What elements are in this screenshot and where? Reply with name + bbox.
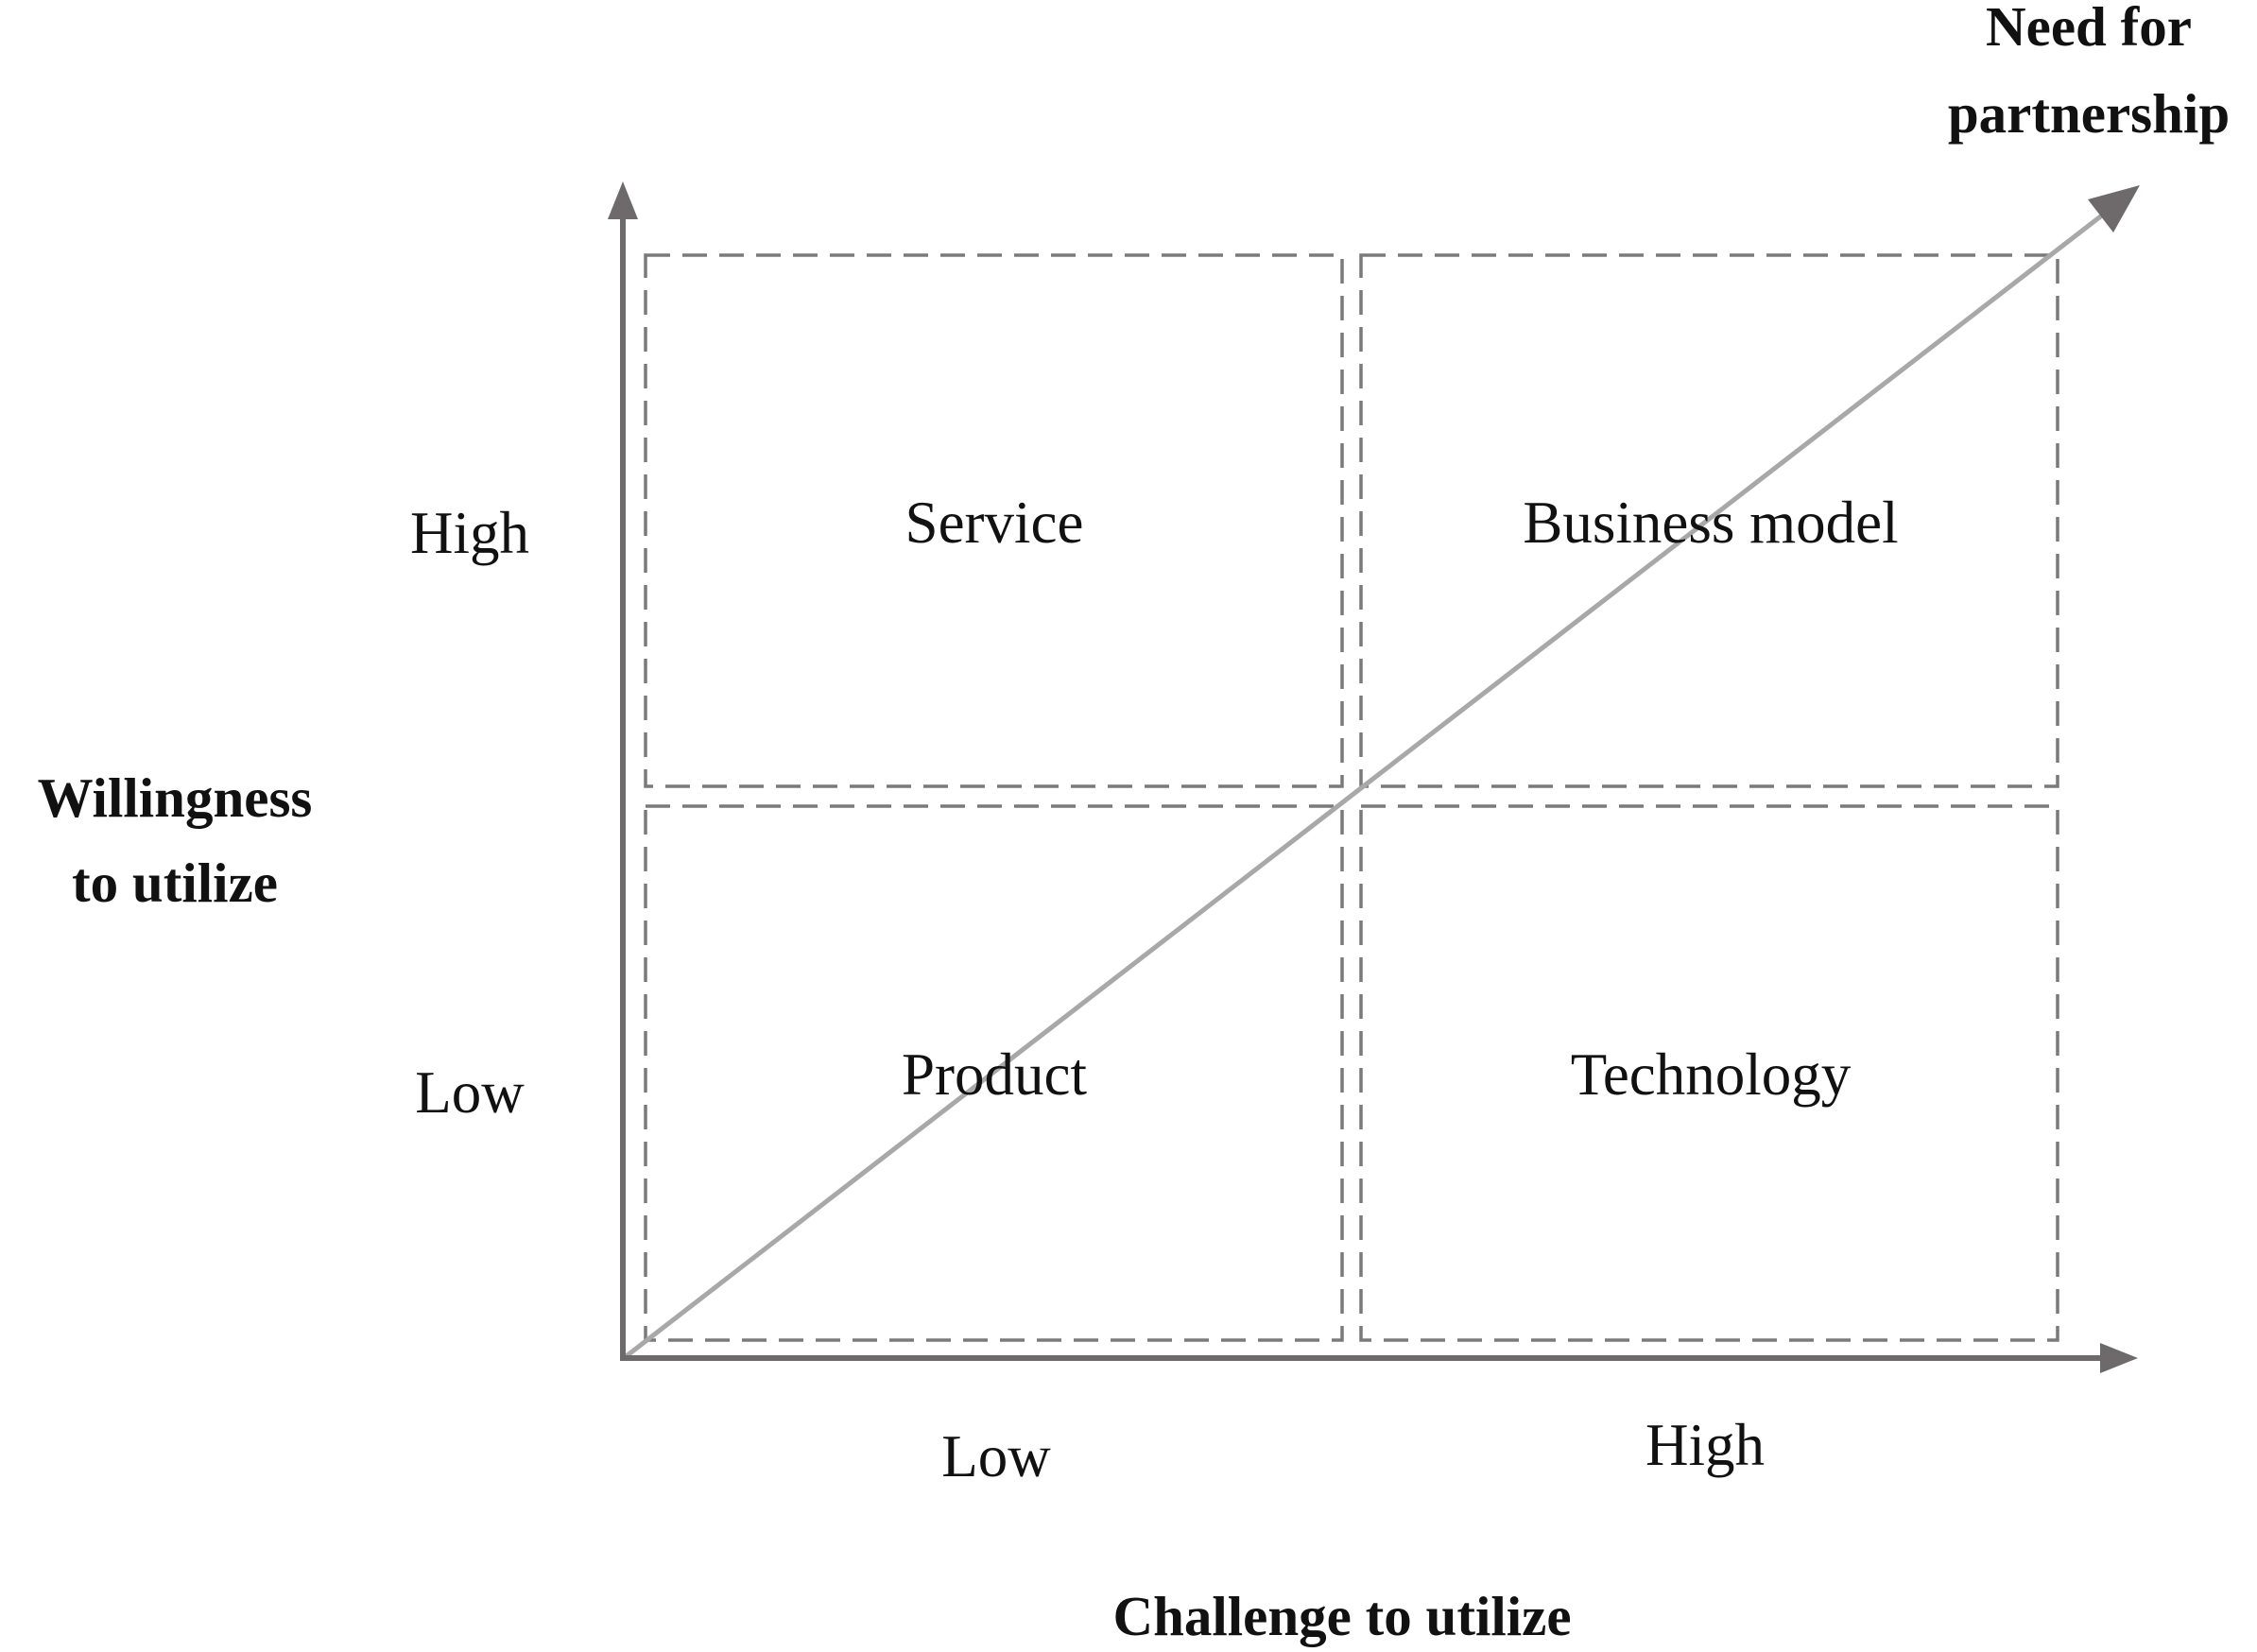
partnership-arrowhead-icon [2088,185,2140,232]
diagonal-title-line1: Need for [1986,0,2192,58]
quadrant-box-technology [1359,804,2059,1342]
x-axis-tick-low: Low [941,1423,1051,1489]
quadrant-label-service: Service [905,490,1084,556]
quadrant-label-business-model: Business model [1523,490,1898,556]
y-axis-title-line2: to utilize [72,852,278,914]
quadrant-box-business-model [1359,253,2059,788]
quadrant-box-service [644,253,1344,788]
y-axis-title-line1: Willingness [38,766,313,829]
x-axis-title: Challenge to utilize [1112,1585,1571,1647]
diagonal-title-line2: partnership [1948,82,2230,145]
x-axis-tick-high: High [1645,1412,1765,1478]
quadrant-box-product [644,804,1344,1342]
y-axis-arrowhead-icon [608,181,638,219]
quadrant-label-product: Product [902,1041,1087,1108]
partnership-diagonal-line [622,203,2117,1360]
quadrant-label-technology: Technology [1571,1041,1852,1108]
y-axis-tick-high: High [410,500,529,566]
y-axis-tick-low: Low [415,1059,525,1126]
x-axis-arrowhead-icon [2100,1343,2138,1373]
